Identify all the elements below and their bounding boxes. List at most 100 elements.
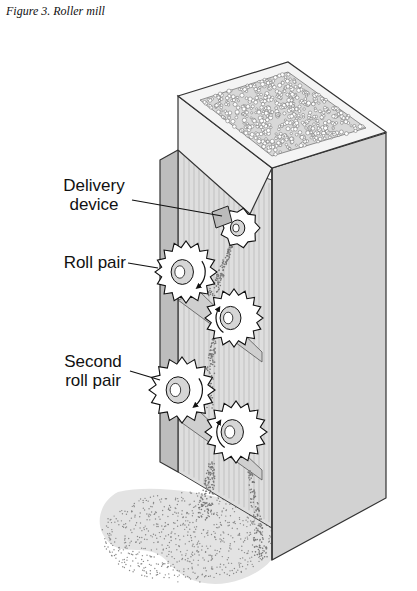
grain-dot	[286, 85, 290, 89]
grain-dot	[206, 508, 208, 510]
meal-dot	[250, 561, 251, 562]
meal-dot	[239, 533, 240, 534]
grain-dot	[222, 262, 224, 264]
meal-dot	[196, 519, 197, 520]
grain-dot	[226, 261, 228, 263]
meal-dot	[134, 515, 135, 516]
meal-dot	[182, 524, 183, 525]
grain-dot	[344, 132, 348, 136]
grain-dot	[257, 514, 259, 516]
meal-dot	[146, 571, 147, 572]
grain-dot	[204, 495, 206, 497]
grain-dot	[252, 523, 254, 525]
meal-dot	[118, 547, 119, 548]
meal-dot	[219, 566, 220, 567]
meal-dot	[148, 516, 149, 517]
meal-dot	[140, 522, 141, 523]
grain-dot	[247, 125, 251, 129]
grain-dot	[220, 275, 222, 277]
meal-dot	[208, 555, 209, 556]
meal-dot	[239, 564, 240, 565]
meal-dot	[253, 537, 254, 538]
grain-dot	[255, 551, 257, 553]
grain-dot	[270, 114, 273, 117]
grain-dot	[290, 132, 292, 134]
grain-dot	[209, 496, 211, 498]
meal-dot	[228, 534, 229, 535]
grain-dot	[214, 475, 216, 477]
meal-dot	[227, 559, 228, 560]
grain-dot	[259, 132, 263, 136]
grain-dot	[209, 288, 211, 290]
grain-dot	[204, 484, 206, 486]
meal-dot	[214, 533, 215, 534]
meal-dot	[112, 551, 113, 552]
grain-dot	[213, 469, 215, 471]
meal-dot	[169, 505, 170, 506]
meal-dot	[230, 515, 231, 516]
grain-dot	[256, 539, 258, 541]
grain-dot	[270, 82, 272, 84]
roll-shaft	[171, 260, 193, 285]
grain-dot	[222, 269, 224, 271]
grain-dot	[266, 140, 269, 143]
meal-dot	[158, 563, 159, 564]
meal-dot	[171, 531, 172, 532]
grain-dot	[221, 110, 223, 112]
grain-dot	[210, 292, 212, 294]
grain-dot	[304, 98, 307, 101]
grain-dot	[220, 275, 222, 277]
meal-dot	[235, 523, 236, 524]
grain-dot	[302, 92, 304, 94]
meal-dot	[211, 568, 212, 569]
meal-dot	[126, 513, 127, 514]
grain-dot	[290, 99, 293, 102]
meal-dot	[169, 510, 170, 511]
grain-dot	[208, 510, 210, 512]
grain-dot	[259, 515, 261, 517]
roll-shaft	[166, 377, 190, 403]
meal-dot	[211, 566, 212, 567]
grain-dot	[208, 489, 210, 491]
meal-dot	[210, 555, 211, 556]
grain-dot	[259, 544, 261, 546]
grain-dot	[255, 509, 257, 511]
meal-dot	[244, 552, 245, 553]
roll-shaft	[220, 306, 241, 329]
grain-dot	[212, 378, 214, 380]
meal-dot	[200, 512, 201, 513]
meal-dot	[111, 529, 112, 530]
grain-dot	[252, 84, 256, 88]
grain-dot	[325, 130, 329, 134]
grain-dot	[229, 246, 231, 248]
meal-dot	[107, 533, 108, 534]
meal-dot	[146, 554, 147, 555]
grain-dot	[266, 115, 269, 118]
grain-dot	[212, 467, 214, 469]
meal-dot	[228, 550, 229, 551]
grain-dot	[332, 128, 334, 130]
grain-dot	[223, 117, 225, 119]
meal-dot	[232, 508, 233, 509]
meal-dot	[139, 566, 140, 567]
meal-dot	[239, 517, 240, 518]
meal-dot	[170, 507, 171, 508]
meal-dot	[200, 500, 201, 501]
meal-dot	[138, 551, 139, 552]
leader-line	[132, 200, 222, 216]
grain-dot	[294, 85, 297, 88]
roll	[155, 241, 217, 303]
meal-dot	[170, 536, 171, 537]
grain-dot	[256, 122, 259, 125]
shaft-end	[224, 312, 233, 324]
meal-dot	[201, 505, 202, 506]
grain-dot	[262, 527, 264, 529]
grain-dot	[245, 111, 248, 114]
grain-dot	[212, 463, 214, 465]
meal-dot	[230, 535, 231, 536]
grain-dot	[332, 107, 335, 110]
grain-dot	[213, 485, 215, 487]
roll	[149, 357, 215, 423]
meal-dot	[220, 534, 221, 535]
meal-dot	[198, 554, 199, 555]
